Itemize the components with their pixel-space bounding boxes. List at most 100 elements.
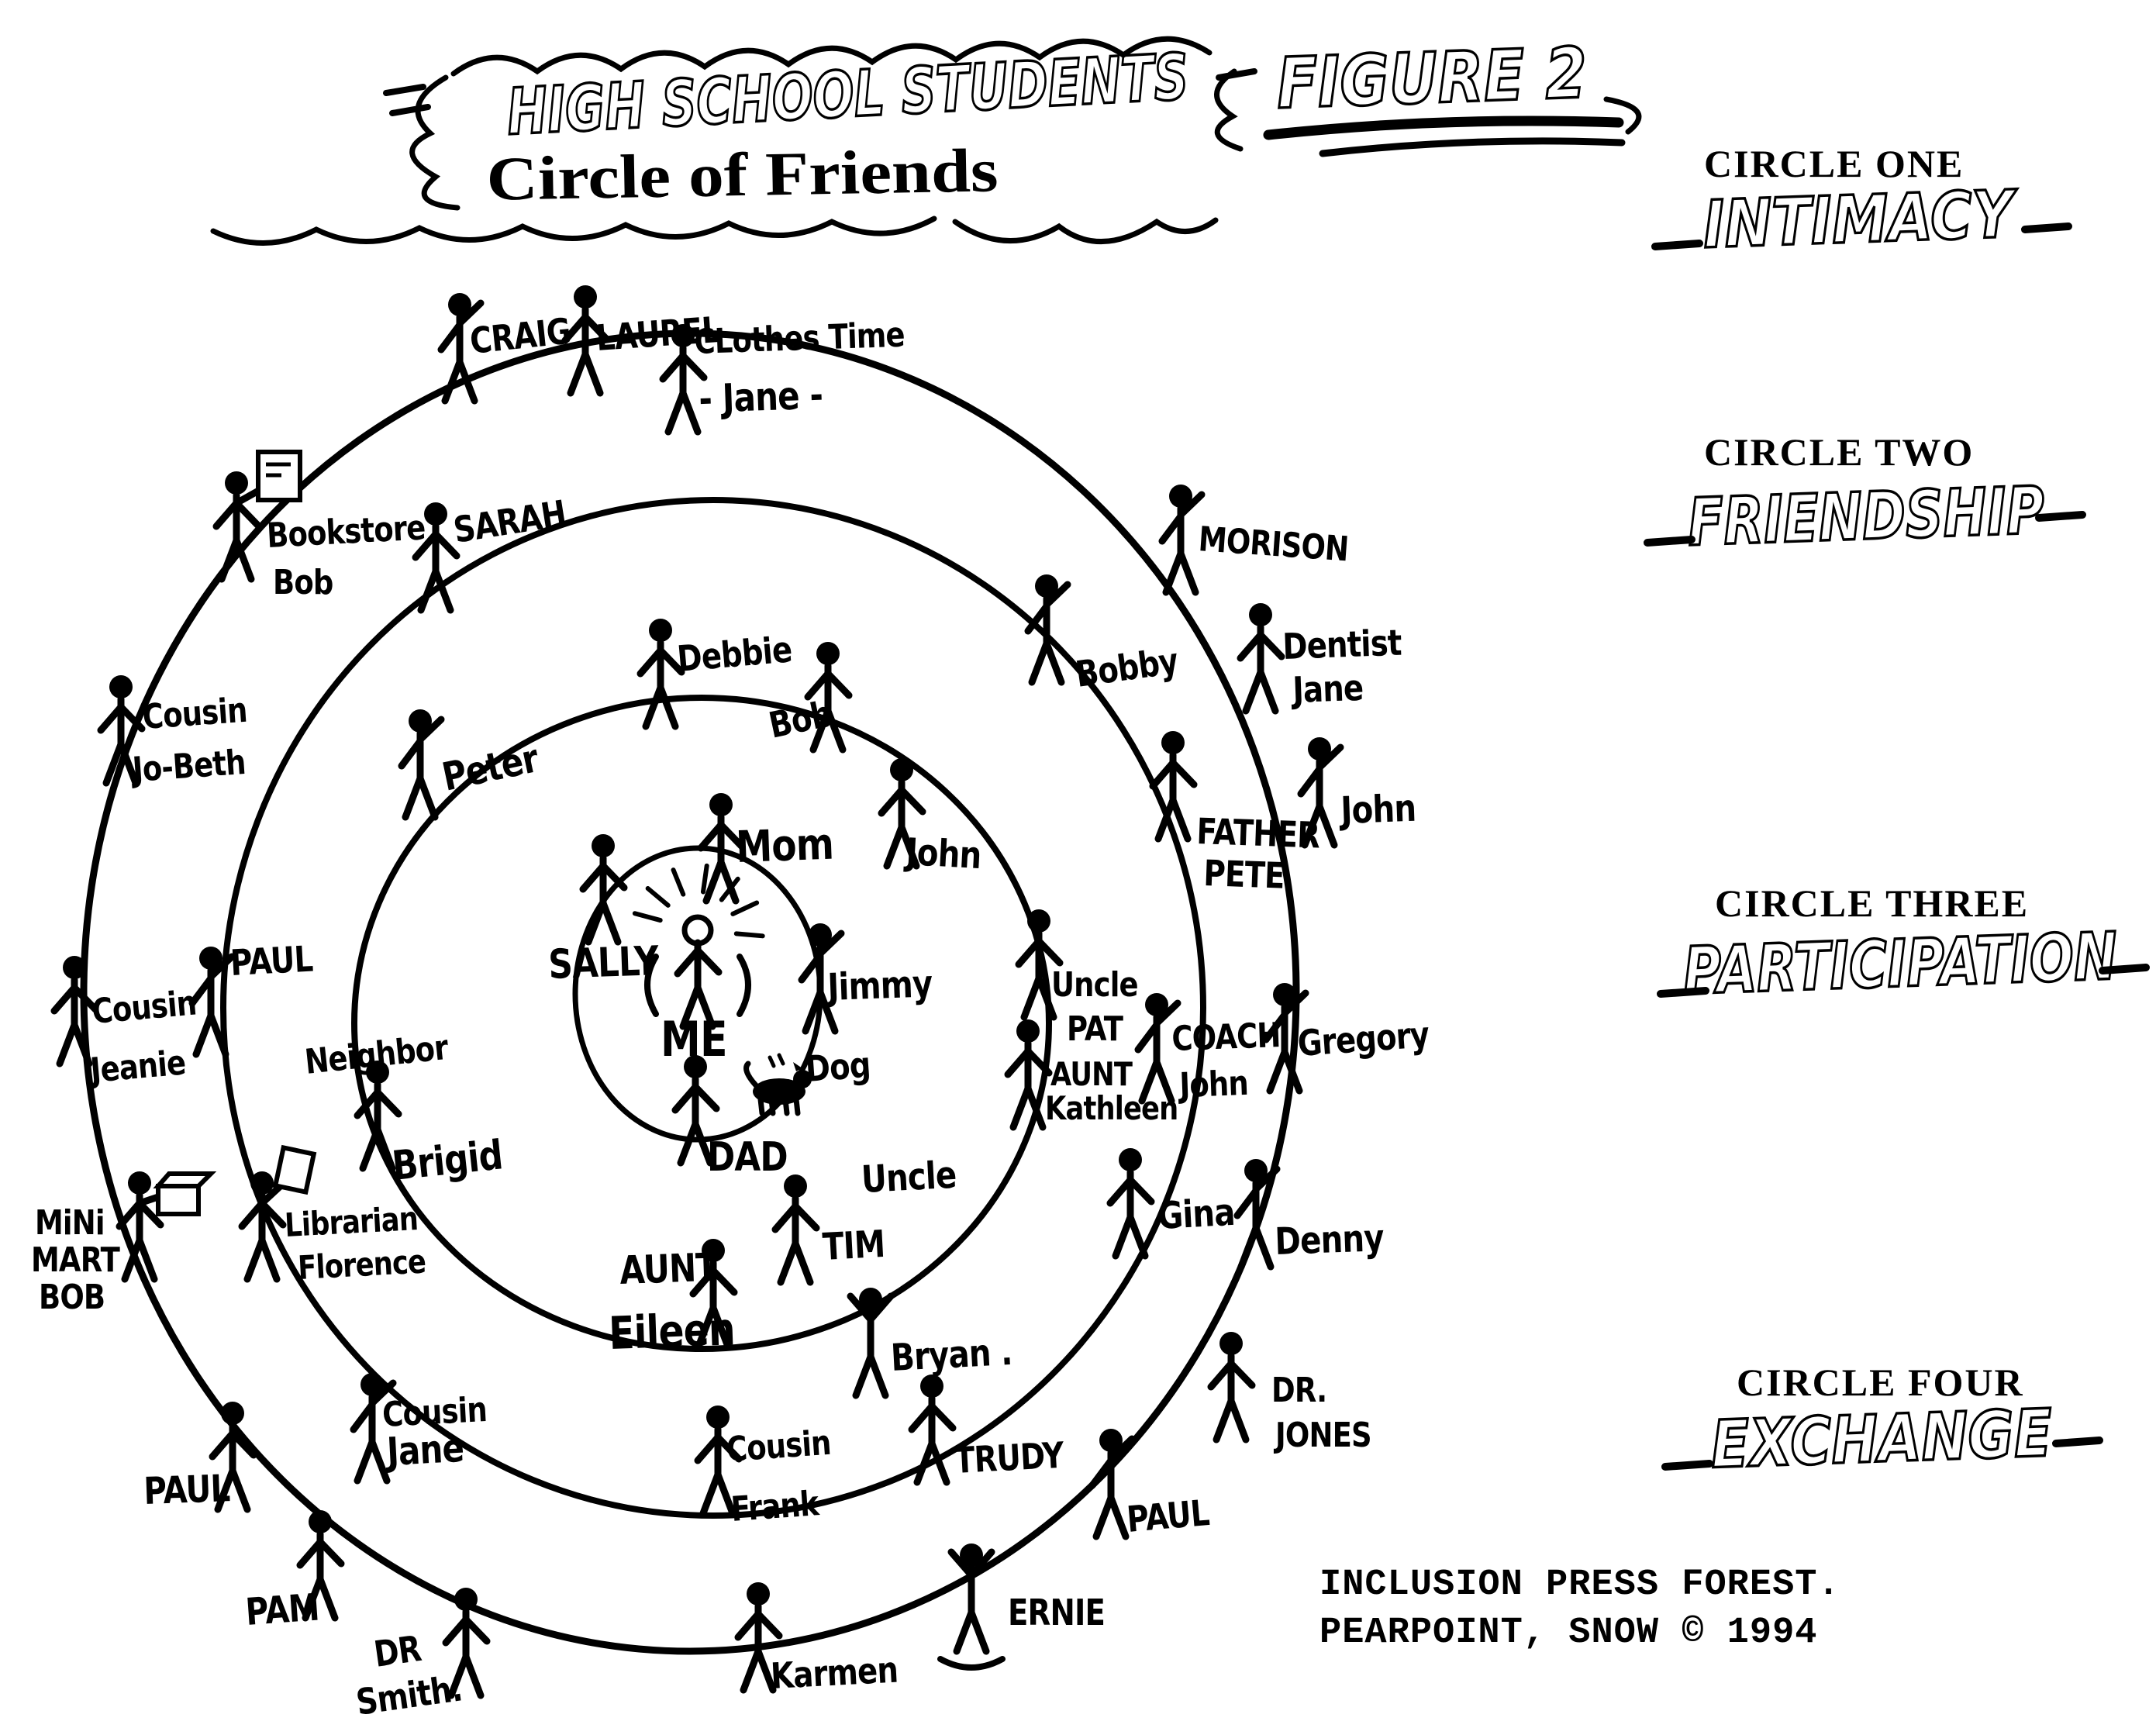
aunt-kathleen-figure — [1004, 1019, 1053, 1131]
cousin-frank-label: Frank — [730, 1483, 821, 1530]
dr-jones-label: JONES — [1273, 1415, 1371, 1455]
paul-participation-figure — [188, 947, 236, 1058]
legend-dash — [2035, 511, 2086, 522]
trudy-figure — [908, 1374, 957, 1486]
legend-theme-intimacy: INTIMACY — [1702, 176, 2019, 263]
caption-line-2: PEARPOINT, SNOW © 1994 — [1319, 1612, 1818, 1654]
gina-figure — [1106, 1148, 1155, 1260]
dr-smith-label: DR — [371, 1629, 423, 1676]
gregory-figure — [1262, 983, 1309, 1095]
cousin-jeanie-label: Cousin — [90, 982, 198, 1032]
cousin-jo-beth-figure — [97, 675, 146, 787]
debbie-figure — [636, 619, 685, 730]
legend-dash — [1644, 536, 1695, 547]
title-circle-of-friends: Circle of Friends — [486, 136, 999, 214]
circle-three-participation — [220, 497, 1206, 1519]
legend-theme-friendship: FRIENDSHIP — [1686, 472, 2045, 560]
dr-jones-label: DR. — [1271, 1370, 1326, 1410]
bryan-label: Bryan . — [890, 1331, 1013, 1380]
ground-arc — [937, 1656, 1006, 1671]
debbie-label: Debbie — [675, 629, 793, 681]
clothes-time-jane-label: - Jane - — [698, 372, 823, 422]
figure2-left-brace — [1214, 68, 1244, 152]
figure2-underline-1 — [1263, 116, 1624, 140]
mini-mart-bob-label: MART — [31, 1240, 120, 1280]
figure2-underline-2 — [1319, 137, 1626, 157]
uncle-pat-figure — [1015, 909, 1064, 1021]
denny-label: Denny — [1274, 1217, 1385, 1264]
father-pete-label: FATHER — [1196, 812, 1321, 857]
caption-line-1: INCLUSION PRESS FOREST. — [1319, 1564, 1840, 1606]
uncle-tim-label: TIM — [822, 1223, 886, 1269]
dad-figure — [671, 1055, 720, 1167]
coach-john-label: COACH — [1171, 1015, 1282, 1059]
circle-two-friendship — [351, 695, 1052, 1352]
uncle-tim-label: Uncle — [861, 1154, 957, 1202]
morison-figure — [1158, 485, 1206, 596]
librarian-florence-label: Florence — [297, 1243, 426, 1288]
cousin-jane-figure — [350, 1373, 397, 1485]
legend-dash — [1661, 1460, 1713, 1471]
bookstore-bob-label: Bob — [273, 562, 333, 602]
coach-john-label: John — [1177, 1063, 1249, 1105]
cousin-jeanie-figure — [50, 956, 99, 1067]
legend-circle-one: CIRCLE ONE — [1704, 142, 1964, 185]
librarian-florence-figure — [238, 1144, 317, 1283]
title-right-squiggle — [952, 217, 1219, 245]
paul-outer-left-label: PAUL — [143, 1468, 230, 1513]
coach-john-figure — [1134, 993, 1181, 1105]
father-pete-figure — [1149, 731, 1198, 843]
legend-dash — [1651, 240, 1703, 250]
legend-dash — [2021, 222, 2072, 233]
mom-figure — [697, 793, 746, 905]
bob-friend-figure — [804, 642, 853, 754]
dentist-jane-figure — [1237, 603, 1285, 715]
mom-label: Mom — [735, 819, 834, 873]
legend-circle-two: CIRCLE TWO — [1704, 430, 1974, 474]
karmen-label: Karmen — [770, 1650, 899, 1698]
title-figure-2: FIGURE 2 — [1275, 33, 1588, 125]
aunt-eileen-figure — [689, 1239, 738, 1350]
john-exchange-figure — [1297, 737, 1344, 849]
legend-dash — [1657, 987, 1709, 998]
legend-circle-four: CIRCLE FOUR — [1737, 1361, 2024, 1404]
title-cloud-left-curl — [409, 74, 461, 211]
bookstore-bob-label: Bookstore — [266, 507, 426, 556]
karmen-figure — [734, 1582, 783, 1694]
john-friend-label: John — [903, 831, 982, 878]
ernie-figure — [937, 1543, 1006, 1671]
dentist-jane-label: Jane — [1290, 668, 1364, 712]
cousin-jo-beth-label: Jo-Beth — [129, 742, 247, 790]
gregory-label: Gregory — [1296, 1015, 1430, 1065]
aunt-kathleen-label: AUNT — [1050, 1056, 1133, 1094]
neighbor-brigid-label: Brigid — [390, 1132, 505, 1190]
ernie-label: ERNIE — [1008, 1593, 1105, 1634]
mini-mart-bob-label: BOB — [39, 1277, 105, 1317]
uncle-pat-label: PAT — [1067, 1009, 1123, 1049]
mini-mart-bob-figure — [116, 1171, 217, 1283]
jimmy-label: Jimmy — [825, 963, 933, 1009]
aunt-eileen-label: Eileen — [608, 1302, 736, 1360]
trudy-label: TRUDY — [954, 1435, 1066, 1481]
dad-label: DAD — [707, 1133, 788, 1181]
aunt-kathleen-label: Kathleen — [1045, 1090, 1178, 1128]
clothes-time-jane-label: CLothes Time — [694, 314, 906, 361]
legend-theme-participation: PARTICIPATION — [1682, 918, 2118, 1009]
me-figure — [632, 863, 765, 1030]
dog-figure — [743, 1053, 812, 1116]
clothes-time-jane-figure — [659, 324, 708, 436]
father-pete-label: PETE — [1203, 854, 1285, 898]
jimmy-figure — [798, 923, 845, 1035]
dr-smith-figure — [442, 1588, 491, 1699]
title-wave-underline — [210, 216, 937, 246]
pam-label: PAM — [244, 1586, 320, 1634]
denny-figure — [1233, 1159, 1281, 1271]
cousin-frank-figure — [694, 1406, 743, 1517]
figure2-swoosh — [1603, 96, 1642, 135]
cousin-jo-beth-label: Cousin — [141, 690, 248, 737]
laurel-label: LAUREL — [595, 310, 722, 360]
legend-dash — [2052, 1437, 2103, 1447]
paul-exchange-figure — [1088, 1429, 1136, 1540]
